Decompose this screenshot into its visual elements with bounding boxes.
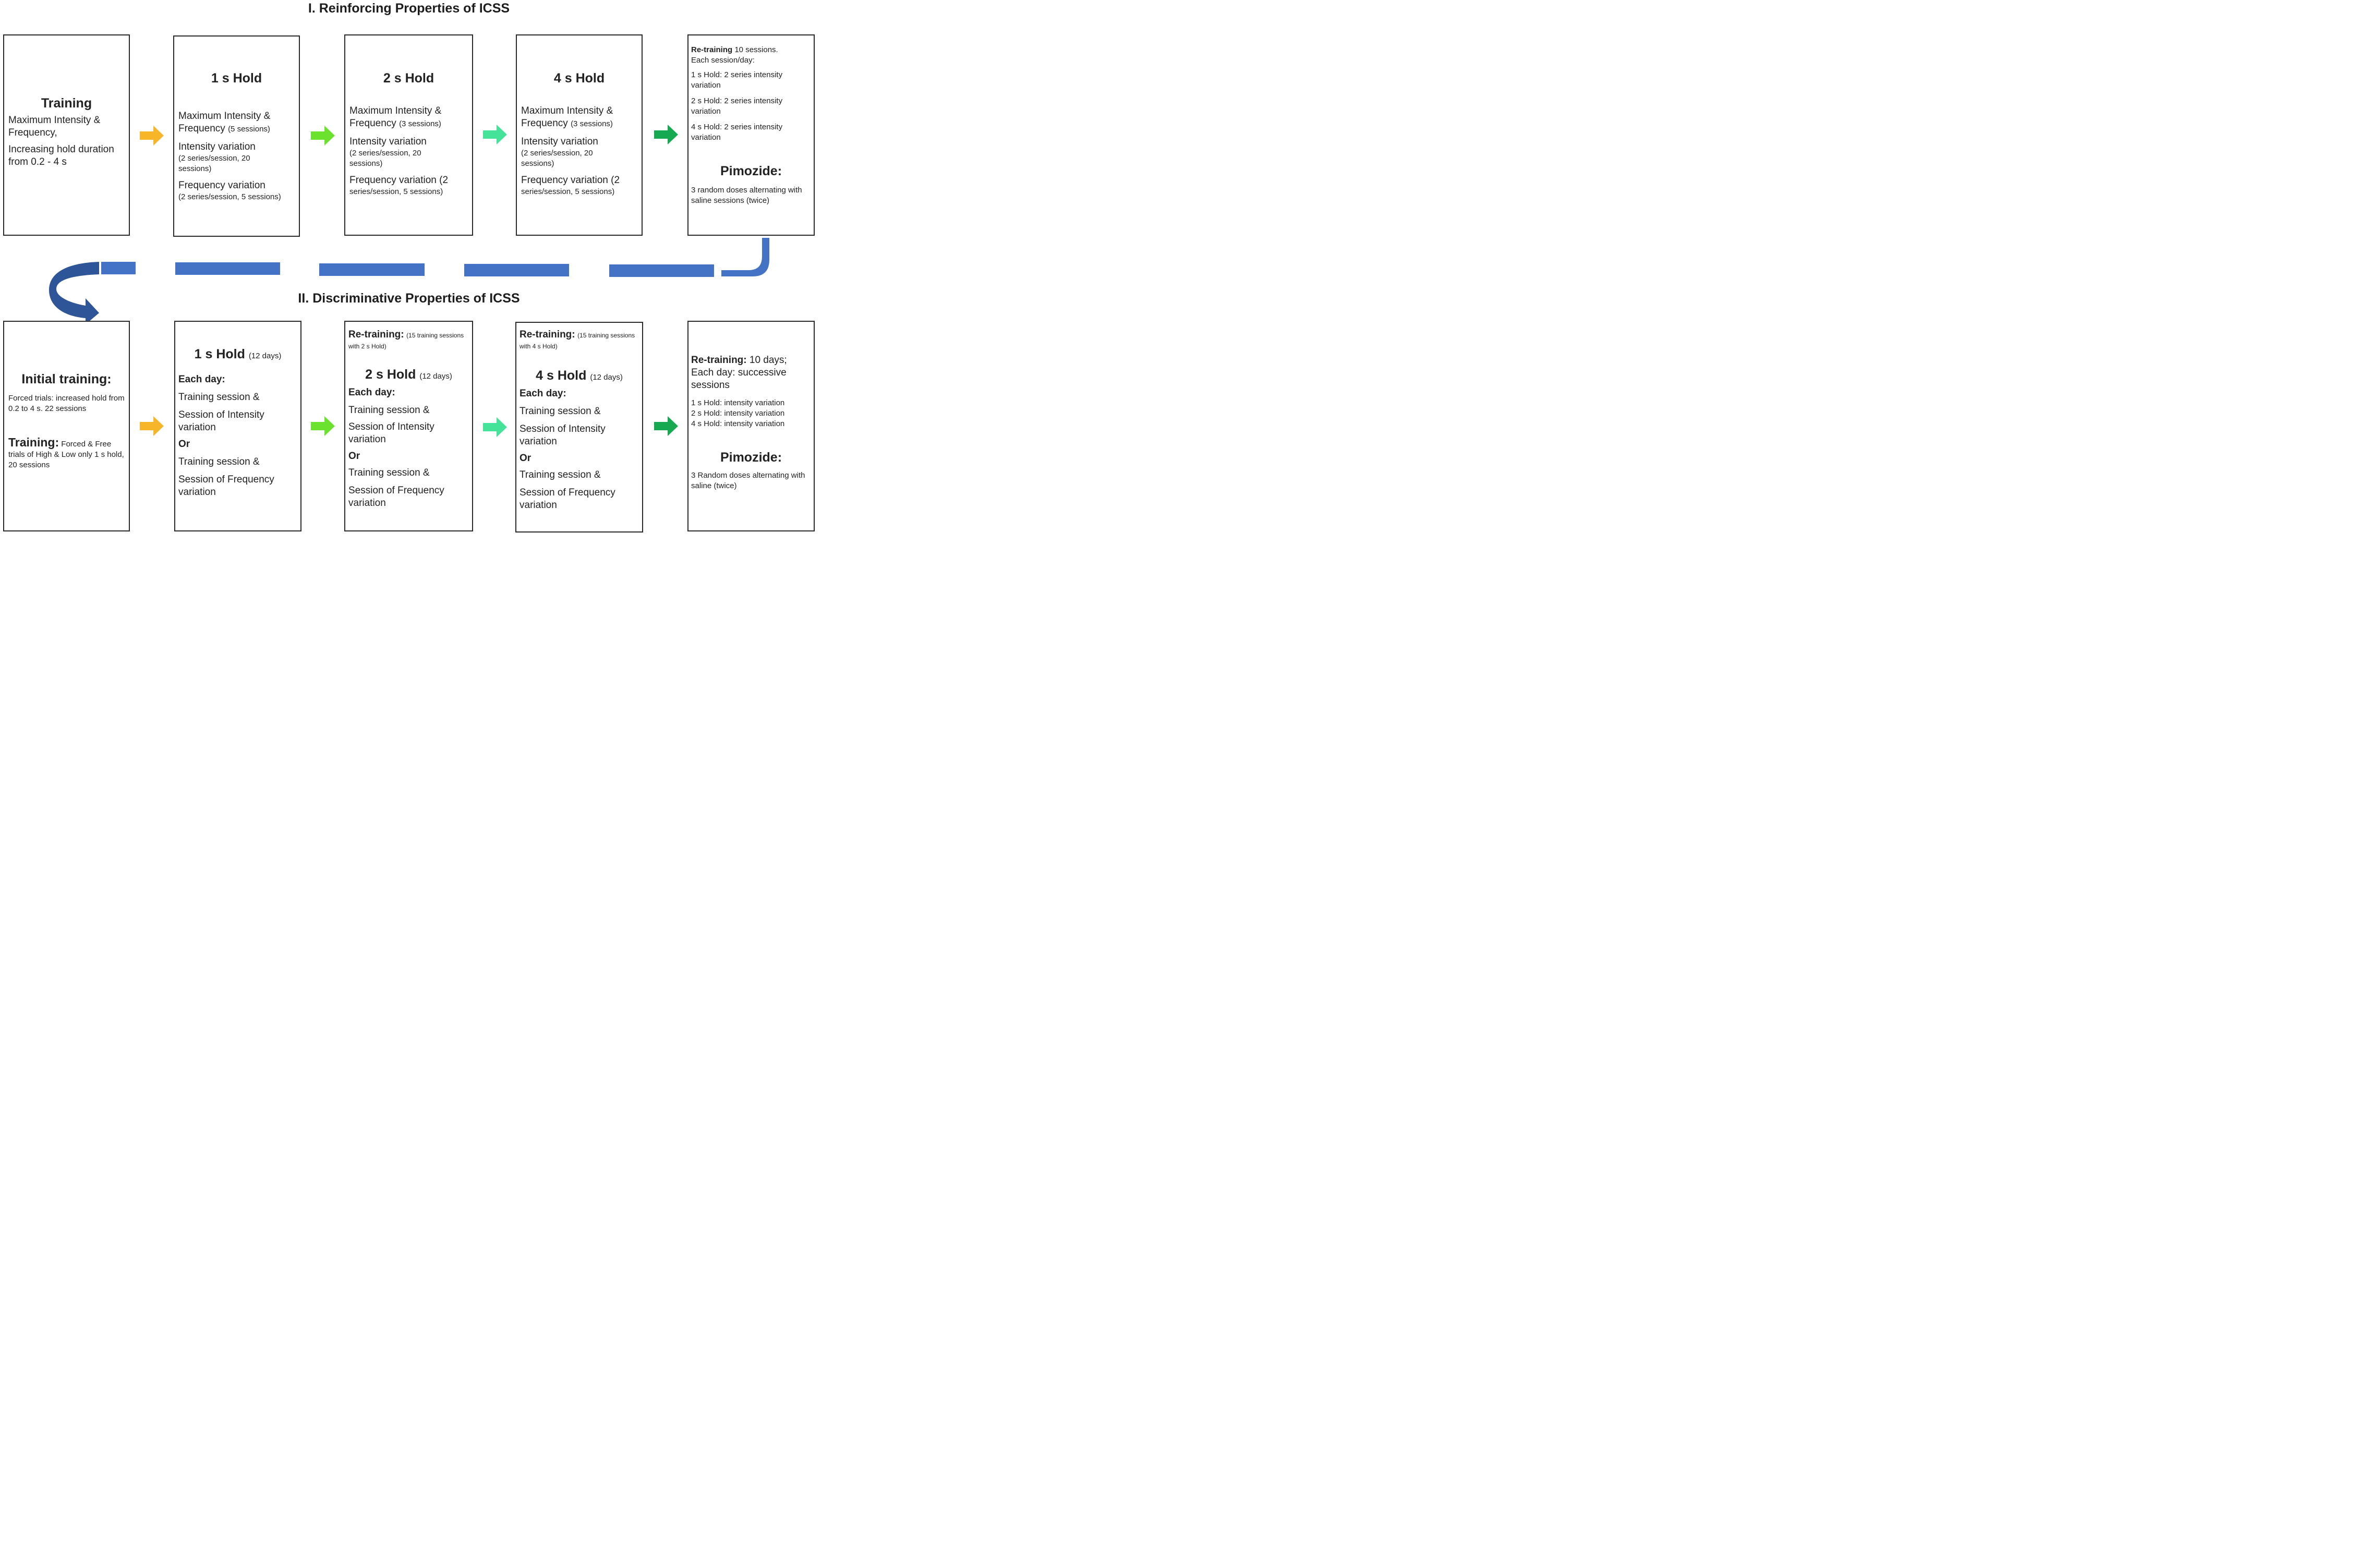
top-hold1-max: Maximum Intensity & Frequency (5 session…: [178, 111, 271, 134]
bottom-hold2-a2: Session of Intensity variation: [348, 421, 434, 445]
bottom-hold4-each-day: Each day:: [520, 388, 566, 399]
bottom-hold1-b2: Session of Frequency variation: [178, 474, 274, 498]
bottom-retraining-each: Each day: successive sessions: [691, 367, 787, 391]
top-hold4-intensity-detail: (2 series/session, 20 sessions): [521, 149, 593, 168]
top-hold2-box: 2 s Hold Maximum Intensity & Frequency (…: [344, 34, 473, 236]
bottom-hold2-box: Re-training: (15 training sessions with …: [344, 321, 473, 531]
top-retraining-item3: 4 s Hold: 2 series intensity variation: [691, 123, 783, 142]
top-hold4-box: 4 s Hold Maximum Intensity & Frequency (…: [516, 34, 643, 236]
bottom-hold2-or: Or: [348, 451, 360, 462]
bottom-initial-training: Training: Forced & Free trials of High &…: [8, 435, 124, 470]
bottom-hold4-title: 4 s Hold (12 days): [536, 368, 623, 383]
connector-arrow-icon: [49, 238, 769, 324]
arrow-right-icon: [483, 125, 507, 144]
bottom-retraining-item1: 1 s Hold: intensity variation: [691, 398, 785, 407]
top-training-box: Training Maximum Intensity & Frequency, …: [3, 34, 130, 236]
bottom-pimozide-title: Pimozide:: [720, 450, 782, 465]
top-retraining-box: Re-training 10 sessions. Each session/da…: [687, 34, 815, 236]
bottom-hold1-or: Or: [178, 439, 190, 450]
top-training-line2: Increasing hold duration from 0.2 - 4 s: [8, 144, 114, 167]
bottom-hold1-a2: Session of Intensity variation: [178, 409, 264, 433]
bottom-hold4-b1: Training session &: [520, 469, 601, 480]
arrow-right-icon: [483, 417, 507, 437]
top-hold4-title: 4 s Hold: [553, 71, 605, 86]
section-title-reinforcing: I. Reinforcing Properties of ICSS: [308, 1, 510, 16]
bottom-hold4-or: Or: [520, 453, 531, 464]
top-hold2-frequency-detail: series/session, 5 sessions): [349, 187, 443, 196]
bottom-hold1-box: 1 s Hold (12 days) Each day: Training se…: [174, 321, 301, 531]
top-pimozide-detail: 3 random doses alternating with saline s…: [691, 186, 802, 205]
top-hold4-intensity-title: Intensity variation: [521, 136, 598, 147]
bottom-hold1-title: 1 s Hold (12 days): [194, 347, 282, 361]
bottom-retraining-item3: 4 s Hold: intensity variation: [691, 419, 785, 428]
top-training-line1: Maximum Intensity & Frequency,: [8, 115, 101, 138]
bottom-retraining-box: Re-training: 10 days; Each day: successi…: [687, 321, 815, 531]
bottom-hold4-b2: Session of Frequency variation: [520, 487, 615, 511]
top-hold1-intensity-title: Intensity variation: [178, 141, 256, 152]
bottom-hold4-a2: Session of Intensity variation: [520, 423, 606, 447]
top-hold2-intensity-detail: (2 series/session, 20 sessions): [349, 149, 421, 168]
arrow-right-icon: [311, 126, 335, 146]
bottom-hold1-b1: Training session &: [178, 456, 260, 467]
top-hold2-intensity-title: Intensity variation: [349, 136, 427, 147]
top-pimozide-title: Pimozide:: [720, 164, 782, 178]
bottom-hold2-a1: Training session &: [348, 405, 430, 416]
bottom-pimozide-detail: 3 Random doses alternating with saline (…: [691, 471, 805, 490]
bottom-hold4-box: Re-training: (15 training sessions with …: [515, 322, 643, 533]
bottom-hold1-each-day: Each day:: [178, 374, 225, 385]
top-hold1-frequency-title: Frequency variation: [178, 180, 265, 191]
bottom-retraining-header: Re-training: 10 days;: [691, 355, 787, 366]
top-hold2-max: Maximum Intensity & Frequency (3 session…: [349, 105, 442, 129]
top-hold2-title: 2 s Hold: [383, 71, 434, 86]
bottom-hold2-each-day: Each day:: [348, 387, 395, 398]
top-hold4-max: Maximum Intensity & Frequency (3 session…: [521, 105, 613, 129]
bottom-initial-training-title: Initial training:: [21, 372, 112, 386]
section-title-discriminative: II. Discriminative Properties of ICSS: [298, 291, 520, 306]
bottom-hold1-a1: Training session &: [178, 392, 260, 403]
bottom-hold4-a1: Training session &: [520, 406, 601, 417]
top-hold1-box: 1 s Hold Maximum Intensity & Frequency (…: [173, 35, 300, 237]
bottom-hold4-retraining: Re-training: (15 training sessions with …: [520, 329, 635, 350]
bottom-initial-training-box: Initial training: Forced trials: increas…: [3, 321, 130, 531]
top-hold2-frequency-title: Frequency variation (2: [349, 175, 449, 186]
arrow-right-icon: [654, 125, 678, 144]
bottom-hold2-retraining: Re-training: (15 training sessions with …: [348, 329, 464, 350]
bottom-initial-forced: Forced trials: increased hold from 0.2 t…: [8, 394, 125, 413]
top-retraining-header: Re-training 10 sessions. Each session/da…: [691, 45, 778, 65]
arrow-right-icon: [654, 416, 678, 436]
top-retraining-item2: 2 s Hold: 2 series intensity variation: [691, 96, 783, 116]
top-hold4-frequency-detail: series/session, 5 sessions): [521, 187, 615, 196]
bottom-hold2-b1: Training session &: [348, 467, 430, 478]
bottom-hold2-title: 2 s Hold (12 days): [365, 367, 452, 382]
arrow-right-icon: [140, 126, 164, 146]
arrow-right-icon: [140, 416, 164, 436]
bottom-hold2-b2: Session of Frequency variation: [348, 485, 444, 509]
top-hold4-frequency-title: Frequency variation (2: [521, 175, 620, 186]
arrow-right-icon: [311, 416, 335, 436]
bottom-retraining-item2: 2 s Hold: intensity variation: [691, 409, 785, 418]
top-hold1-frequency-detail: (2 series/session, 5 sessions): [178, 192, 281, 201]
top-hold1-intensity-detail: (2 series/session, 20 sessions): [178, 154, 250, 173]
top-hold1-title: 1 s Hold: [211, 71, 262, 86]
top-training-title: Training: [41, 96, 92, 111]
top-retraining-item1: 1 s Hold: 2 series intensity variation: [691, 70, 783, 90]
